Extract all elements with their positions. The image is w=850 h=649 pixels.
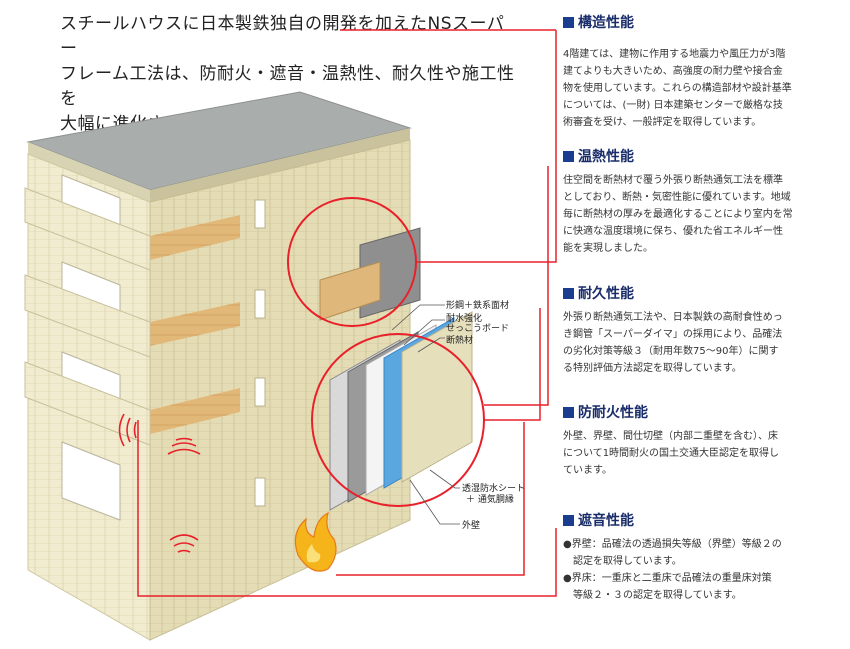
section-sound-insulation: 遮音性能 ●界壁：品確法の透過損失等級（界壁）等級２の 認定を取得しています。 … (563, 510, 843, 604)
section-line: 住空間を断熱材で覆う外張り断熱通気工法を標準 (563, 175, 783, 186)
section-title: 遮音性能 (578, 513, 634, 529)
section-line: 建てよりも大きいため、高強度の耐力壁や接合金 (563, 66, 783, 77)
intro-text: スチールハウスに日本製鉄独自の開発を加えたNSスーパー フレーム工法は、防耐火・… (60, 12, 520, 137)
label-membrane: 透湿防水シート (462, 484, 526, 494)
section-line: 等級２・３の認定を取得しています。 (563, 590, 742, 601)
intro-line-2: フレーム工法は、防耐火・遮音・温熱性、耐久性や施工性を (60, 64, 515, 109)
section-line: ●界壁：品確法の透過損失等級（界壁）等級２の (563, 539, 782, 550)
section-line: る特別評価方法認定を取得しています。 (563, 363, 742, 374)
section-line: ●界床：一重床と二重床で品確法の重量床対策 (563, 573, 772, 584)
bullet-square-icon (563, 406, 574, 418)
section-line: 能を実現しました。 (563, 243, 653, 254)
section-title: 構造性能 (578, 15, 634, 31)
section-line: ています。 (563, 465, 612, 476)
section-line: については、(一財) 日本建築センターで厳格な技 (563, 100, 783, 111)
balconies (24, 187, 151, 446)
bullet-square-icon (563, 16, 574, 28)
section-fire-resistance: 防耐火性能 外壁、界壁、間仕切壁（内部二重壁を含む）、床 について1時間耐火の国… (563, 402, 843, 479)
side-windows (254, 199, 266, 507)
section-structural: 構造性能 4階建ては、建物に作用する地震力や風圧力が3階 建てよりも大きいため、… (563, 12, 843, 131)
label-exterior-wall: 外壁 (462, 521, 481, 531)
bullet-square-icon (563, 287, 574, 299)
section-durability: 耐久性能 外張り断熱通気工法や、日本製鉄の高耐食性めっ き鋼管「スーパーダイマ」… (563, 283, 843, 377)
section-line: 物を使用しています。これらの構造部材や設計基準 (563, 83, 792, 94)
label-insulation: 断熱材 (446, 336, 474, 346)
section-title: 耐久性能 (578, 286, 634, 302)
bullet-square-icon (563, 514, 574, 526)
steel-frame (319, 227, 421, 321)
section-line: 外張り断熱通気工法や、日本製鉄の高耐食性めっ (563, 312, 783, 323)
roof-parapet (28, 142, 150, 202)
section-title: 温熱性能 (578, 149, 634, 165)
intro-line-1: スチールハウスに日本製鉄独自の開発を加えたNSスーパー (60, 14, 505, 59)
side-facade (149, 139, 411, 641)
section-line: 外壁、界壁、間仕切壁（内部二重壁を含む）、床 (563, 431, 778, 442)
section-title: 防耐火性能 (578, 405, 648, 421)
section-thermal: 温熱性能 住空間を断熱材で覆う外張り断熱通気工法を標準 としており、断熱・気密性… (563, 146, 843, 257)
section-line: について1時間耐火の国土交通大臣認定を取得し (563, 448, 780, 459)
layer-leaders (391, 304, 460, 525)
label-furring: ＋ 通気胴縁 (466, 495, 514, 505)
section-line: に快適な温度環境に保ち、優れた省エネルギー性 (563, 226, 783, 237)
section-line: 認定を取得しています。 (563, 556, 682, 567)
label-gypsum-2: せっこうボード (446, 324, 510, 334)
section-line: 4階建ては、建物に作用する地震力や風圧力が3階 (563, 49, 786, 60)
label-gypsum-1: 耐水強化 (446, 314, 483, 324)
section-line: き鋼管「スーパーダイマ」の採用により、品確法 (563, 329, 783, 340)
sound-icon (118, 413, 201, 553)
leader-lines (137, 29, 557, 597)
section-line: 毎に断熱材の厚みを最適化することにより室内を常 (563, 209, 793, 220)
section-line: の劣化対策等級３（耐用年数75～90年）に関す (563, 346, 779, 357)
bullet-square-icon (563, 150, 574, 162)
label-steel-frame: 形鋼＋鉄系面材 (446, 301, 510, 311)
section-line: 術審査を受け、一般評定を取得しています。 (563, 117, 762, 128)
interior-floors (150, 215, 240, 434)
section-line: としており、断熱・気密性能に優れています。地域 (563, 192, 791, 203)
fire-icon (294, 511, 337, 572)
